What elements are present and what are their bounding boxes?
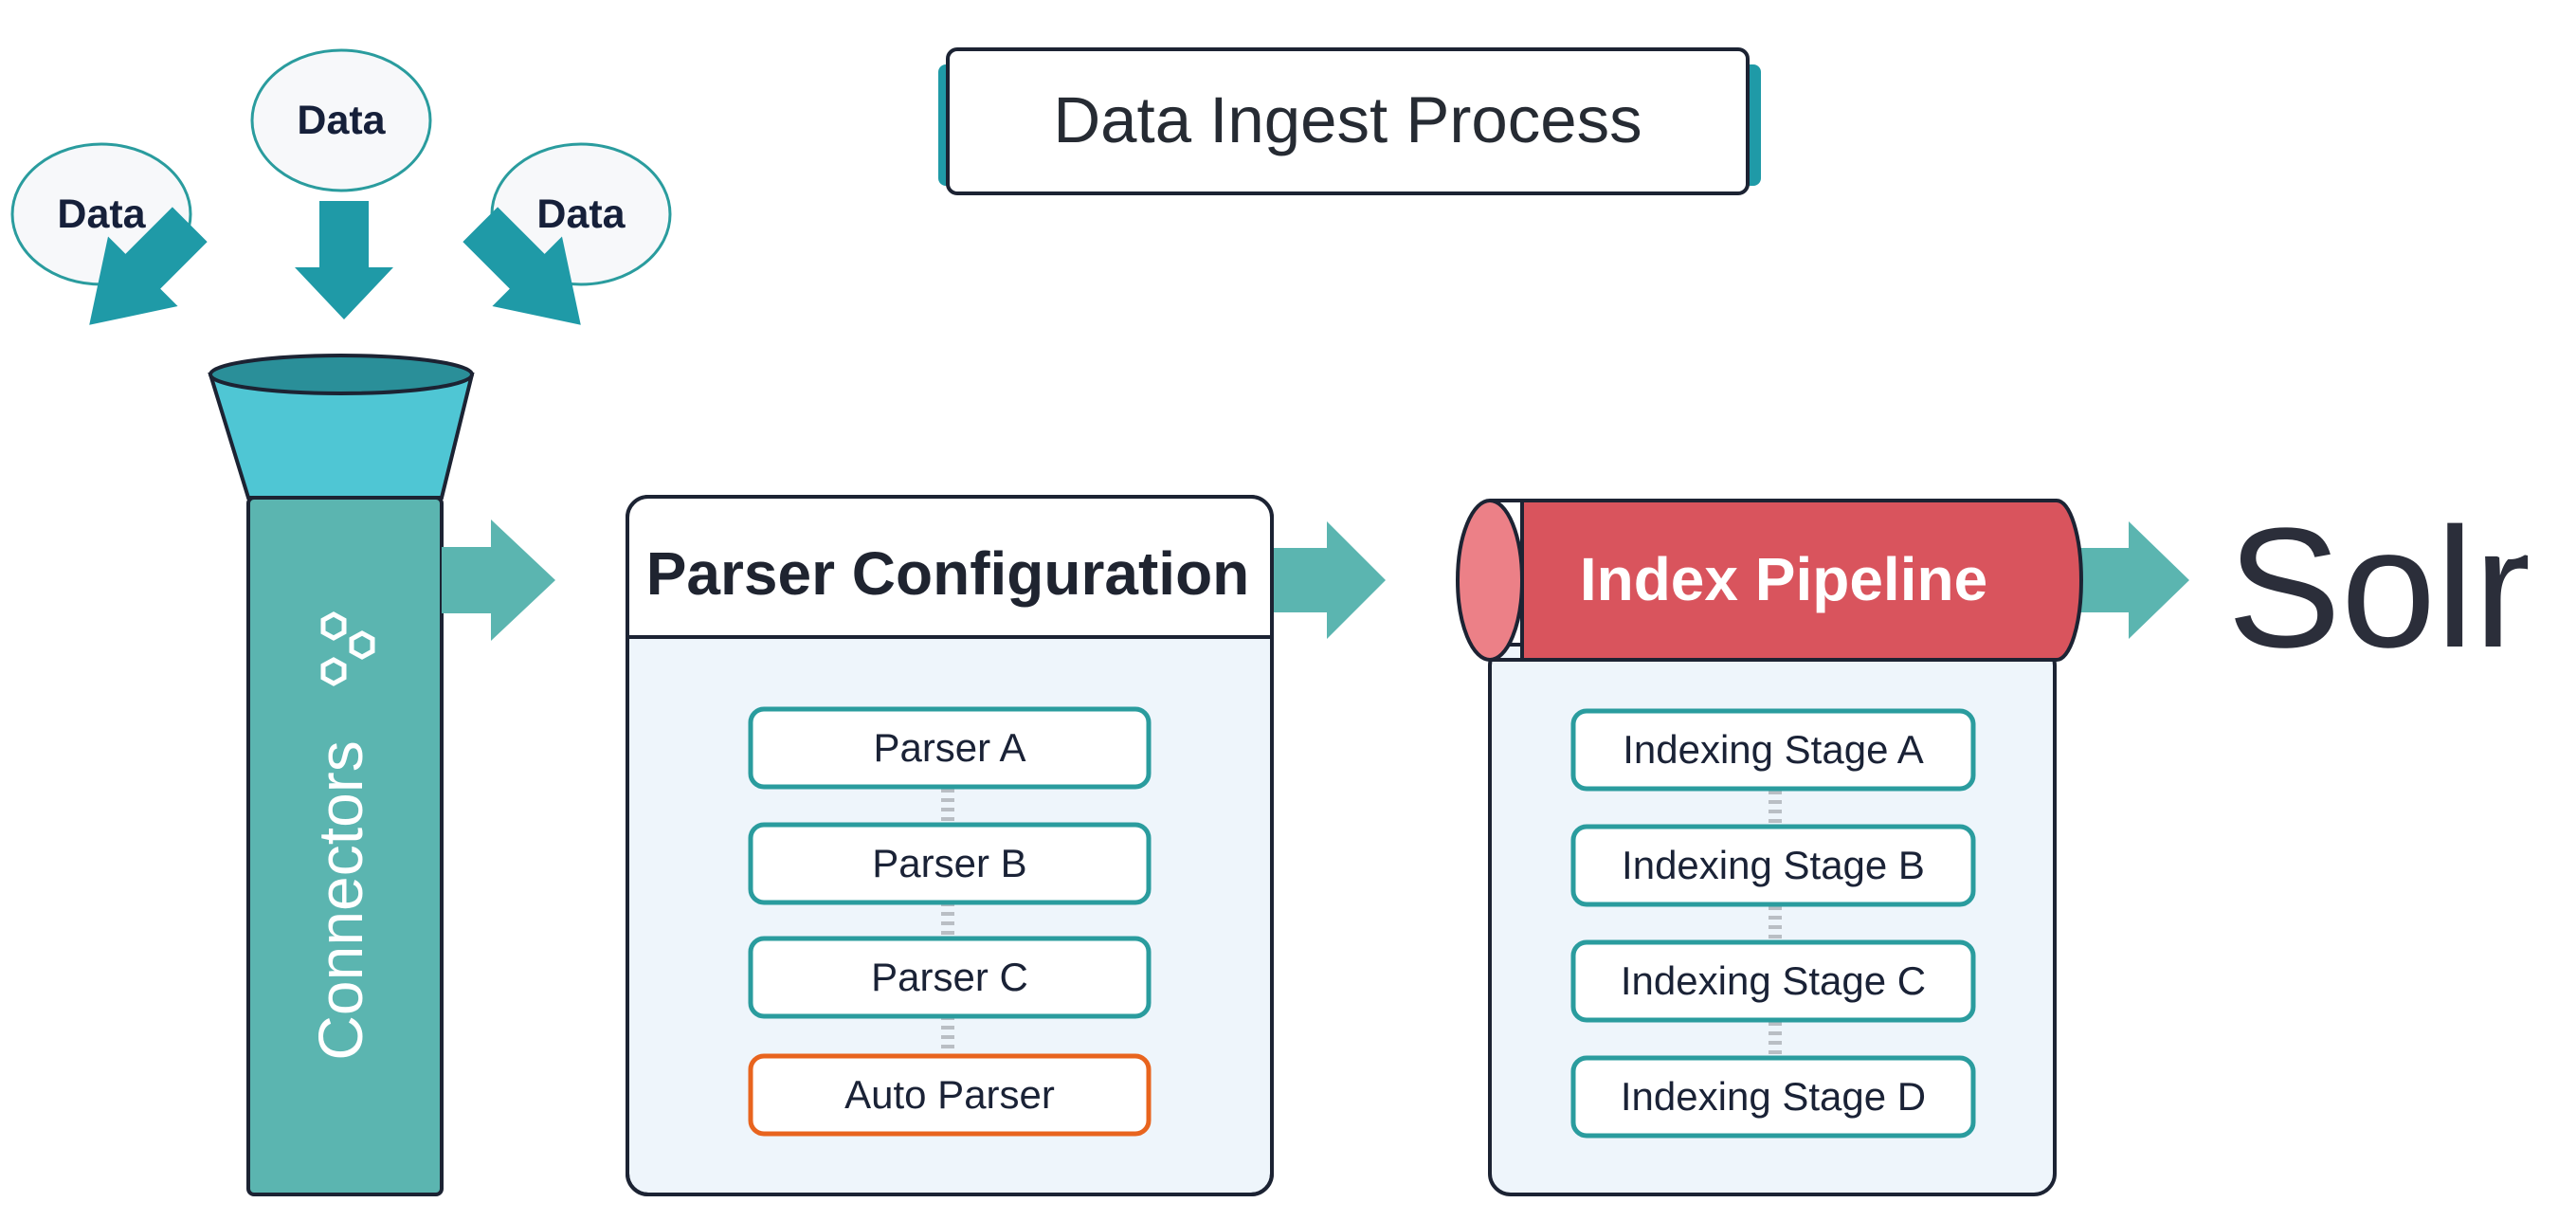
solr-logo: Solr (2227, 493, 2538, 683)
indexing-stage-label: Indexing Stage C (1621, 958, 1926, 1003)
solr-wordmark: Solr (2227, 493, 2531, 683)
indexing-stage-item[interactable]: Indexing Stage A (1570, 708, 1976, 792)
title-box: Data Ingest Process (938, 47, 1761, 195)
parser-item[interactable]: Parser B (748, 822, 1152, 905)
data-arrow-right (463, 207, 581, 325)
parser-item[interactable]: Parser C (748, 936, 1152, 1019)
auto-parser-label: Auto Parser (844, 1072, 1055, 1117)
connectors-column: Connectors (208, 354, 475, 1196)
solr-sunburst-core (2481, 502, 2538, 559)
flow-arrow-3 (2079, 521, 2189, 639)
parser-item-label: Parser C (871, 955, 1028, 999)
data-arrow-center (295, 201, 393, 319)
index-pipeline-title: Index Pipeline (1580, 545, 1987, 613)
indexing-stage-item[interactable]: Indexing Stage C (1570, 939, 1976, 1023)
data-source-2: Data (250, 48, 432, 192)
data-source-label: Data (536, 191, 626, 237)
parser-item-label: Parser B (872, 841, 1026, 885)
parser-configuration-panel: Parser Configuration Parser A Parser B P… (626, 495, 1274, 1196)
data-source-label: Data (297, 98, 386, 143)
connectors-label: Connectors (305, 740, 375, 1061)
parser-configuration-title: Parser Configuration (646, 539, 1250, 608)
diagram-title: Data Ingest Process (1053, 83, 1642, 156)
flow-arrow-1 (442, 519, 555, 641)
data-source-label: Data (57, 191, 146, 237)
index-pipeline-panel: Index Pipeline Indexing Stage A Indexing… (1456, 499, 2083, 1196)
data-arrow-left (89, 207, 208, 325)
indexing-stage-label: Indexing Stage D (1621, 1074, 1926, 1119)
indexing-stage-label: Indexing Stage B (1622, 843, 1925, 887)
indexing-stage-label: Indexing Stage A (1623, 727, 1924, 772)
flow-arrow-2 (1270, 521, 1386, 639)
auto-parser-item[interactable]: Auto Parser (748, 1053, 1152, 1137)
hexagon-cluster-icon (320, 611, 375, 686)
parser-item-label: Parser A (873, 725, 1025, 770)
indexing-stage-item[interactable]: Indexing Stage B (1570, 824, 1976, 907)
index-pipeline-cylinder (1456, 499, 2083, 662)
indexing-stage-item[interactable]: Indexing Stage D (1570, 1055, 1976, 1139)
parser-item[interactable]: Parser A (748, 706, 1152, 790)
